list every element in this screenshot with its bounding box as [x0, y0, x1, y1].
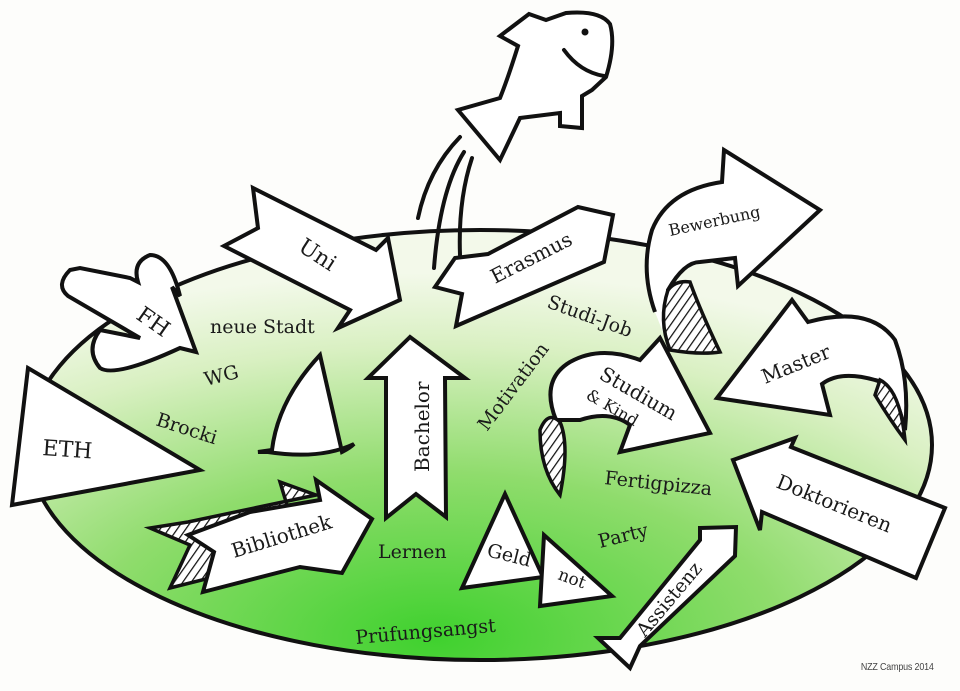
- fh-arrow: FH: [60, 252, 200, 373]
- word-lernen: Lernen: [378, 541, 447, 563]
- jumping-fish-icon: [416, 10, 615, 270]
- shark-fin-icon: [257, 350, 356, 457]
- bachelor-label: Bachelor: [410, 381, 434, 472]
- geldnot-triangles: Geld not: [458, 489, 617, 609]
- word-neue-stadt: neue Stadt: [210, 316, 315, 338]
- doktorieren-arrow: Doktorieren: [730, 434, 948, 581]
- uni-arrow: Uni: [219, 184, 403, 333]
- eth-arrow: ETH: [9, 364, 206, 508]
- credit-line: NZZ Campus 2014: [861, 661, 934, 673]
- erasmus-arrow: Erasmus: [431, 204, 616, 330]
- master-arrow: Master: [713, 296, 909, 447]
- bachelor-arrow: Bachelor: [363, 334, 472, 523]
- studium-kind-arrow: Studium & Kind: [538, 334, 714, 500]
- bibliothek-arrow: Bibliothek: [143, 475, 375, 595]
- eth-label: ETH: [42, 436, 94, 464]
- bewerbung-arrow: Bewerbung: [644, 146, 824, 355]
